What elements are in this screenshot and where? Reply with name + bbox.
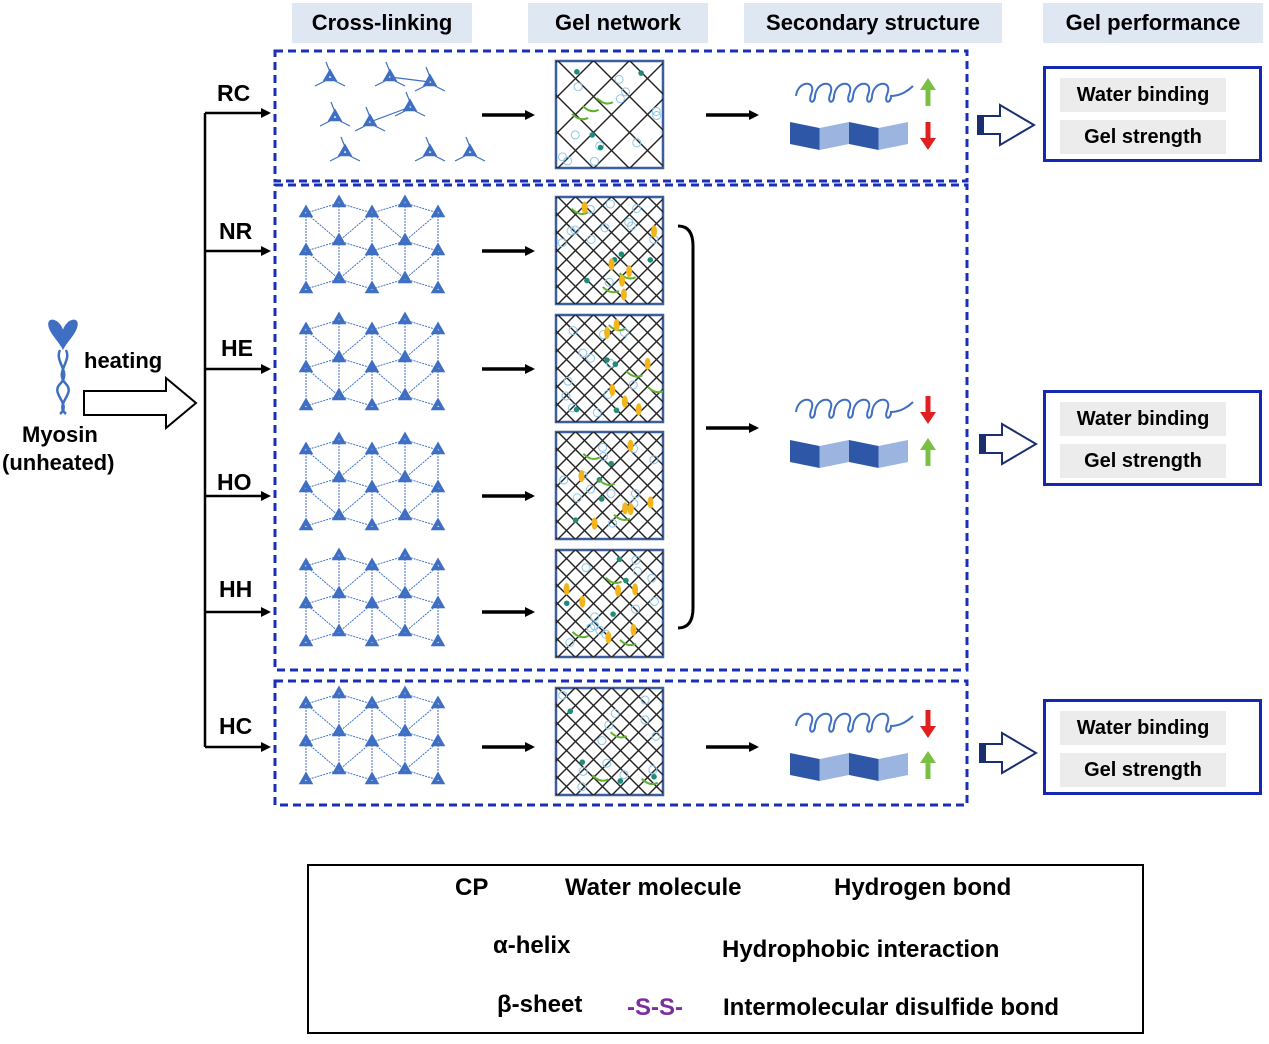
gel-strength-label: Gel strength (1060, 444, 1226, 478)
helix-trend-arrow-top (920, 78, 936, 106)
myosin-state-label: (unheated) (2, 450, 115, 475)
performance-box-top: Water binding Gel strength (1043, 66, 1262, 162)
gel-network-he (554, 313, 665, 424)
legend-sheet-label: β-sheet (497, 991, 583, 1018)
header-secondary-structure: Secondary structure (744, 3, 1002, 43)
branch-label-he: HE (221, 335, 253, 361)
beta-sheet-middle (790, 440, 908, 468)
gel-strength-label: Gel strength (1060, 753, 1226, 787)
performance-arrow-bottom (979, 731, 1038, 775)
myosin-label: Myosin (22, 422, 98, 447)
performance-box-middle: Water binding Gel strength (1043, 390, 1262, 486)
branch-label-hh: HH (219, 576, 253, 602)
crosslink-network-ho (298, 431, 446, 531)
beta-sheet-top (790, 122, 908, 150)
sheet-trend-arrow-bottom (920, 751, 936, 779)
alpha-helix-middle (795, 398, 914, 419)
sheet-trend-arrow-top (920, 122, 936, 150)
water-binding-label: Water binding (1060, 78, 1226, 112)
legend-hbond-label: Hydrogen bond (834, 874, 1012, 901)
performance-arrow-middle (979, 422, 1038, 466)
heating-arrow (83, 375, 198, 431)
gel-network-ho (554, 430, 665, 541)
header-crosslinking: Cross-linking (292, 3, 472, 43)
crosslink-network-hh (298, 547, 446, 647)
header-gel-performance: Gel performance (1043, 3, 1263, 43)
group-box-top (273, 49, 969, 183)
gel-network-hc (554, 686, 665, 797)
performance-arrow-top (977, 103, 1036, 147)
branch-label-hc: HC (219, 713, 253, 739)
gel-strength-label: Gel strength (1060, 120, 1226, 154)
header-gel-network: Gel network (528, 3, 708, 43)
gel-network-nr (554, 195, 665, 306)
group-box-middle (273, 183, 969, 672)
legend-disulfide-label: Intermolecular disulfide bond (723, 994, 1060, 1021)
alpha-helix-bottom (795, 712, 914, 733)
group-box-bottom (273, 679, 969, 807)
water-binding-label: Water binding (1060, 402, 1226, 436)
crosslink-network-nr (298, 194, 446, 294)
myosin-icon (48, 319, 78, 415)
helix-trend-arrow-middle (920, 396, 936, 424)
legend: CP Water molecule Hydrogen bond α-helix … (307, 864, 1144, 1034)
legend-ss-symbol: -S-S- (627, 994, 683, 1021)
crosslink-network-hc (298, 685, 446, 785)
crosslink-network-rc (314, 61, 486, 162)
water-binding-label: Water binding (1060, 711, 1226, 745)
legend-helix-label: α-helix (493, 932, 571, 959)
performance-box-bottom: Water binding Gel strength (1043, 699, 1262, 795)
beta-sheet-bottom (790, 753, 908, 781)
heating-label: heating (84, 348, 163, 373)
legend-cp-label: CP (455, 874, 489, 901)
alpha-helix-top (795, 82, 914, 103)
helix-trend-arrow-bottom (920, 710, 936, 738)
gel-network-hh (554, 548, 665, 659)
branch-label-nr: NR (219, 218, 253, 244)
legend-hydrophobic-label: Hydrophobic interaction (722, 936, 1000, 963)
sheet-trend-arrow-middle (920, 438, 936, 466)
branch-label-ho: HO (217, 469, 252, 495)
crosslink-network-he (298, 311, 446, 411)
gel-network-rc (554, 59, 665, 170)
legend-water-label: Water molecule (565, 874, 742, 901)
branch-label-rc: RC (217, 80, 251, 106)
middle-bracket (677, 224, 695, 630)
